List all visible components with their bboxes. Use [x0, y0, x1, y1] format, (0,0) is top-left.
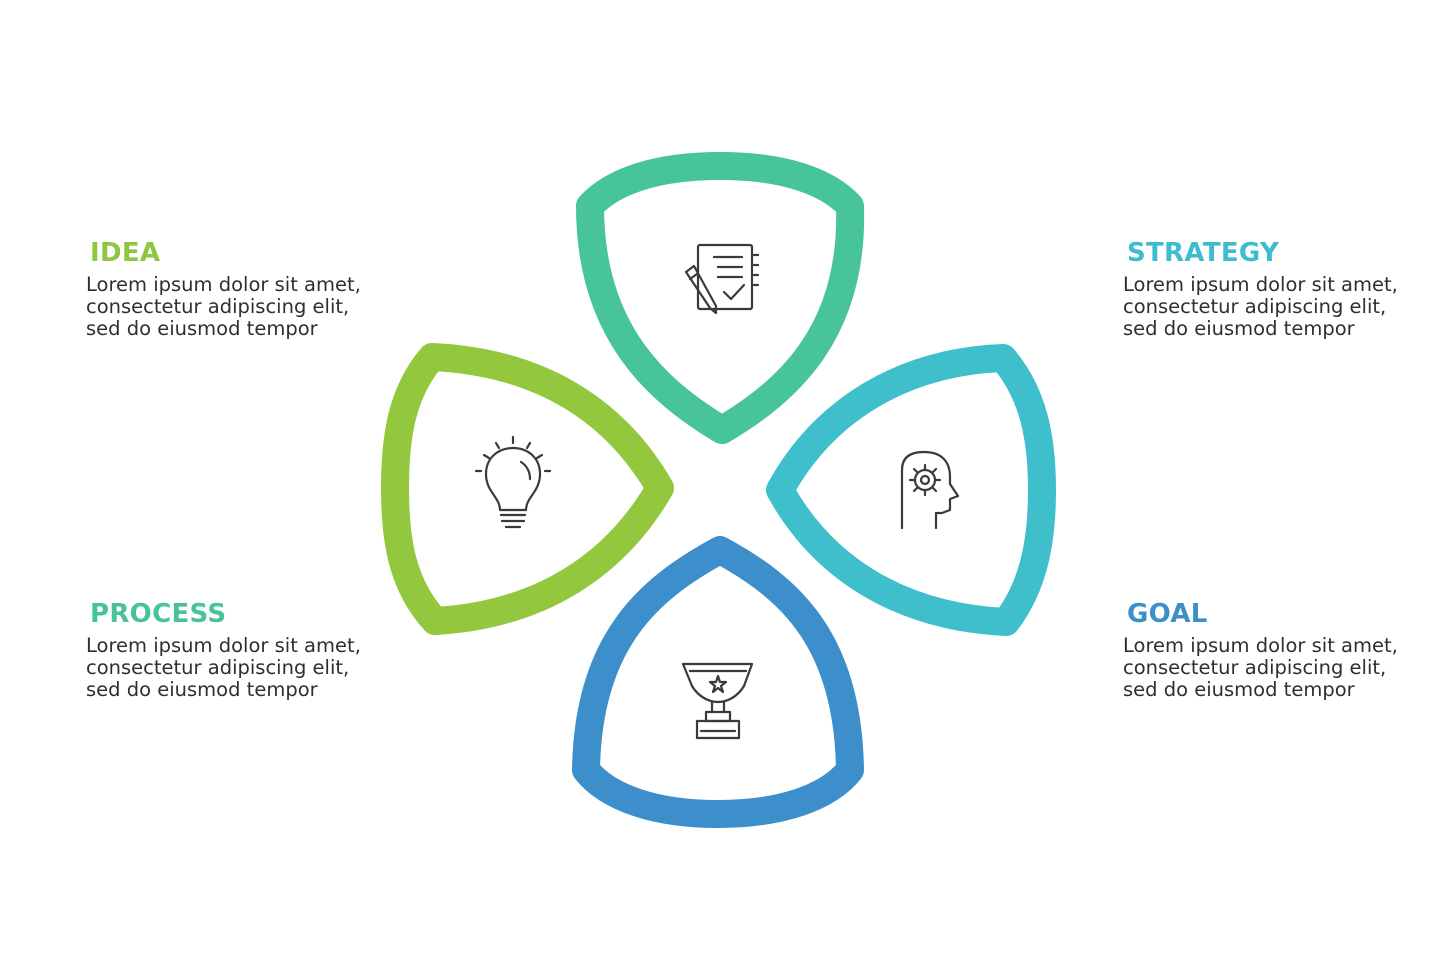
goal-text: Lorem ipsum dolor sit amet, consectetur …: [1123, 634, 1398, 701]
petal-top: [576, 152, 865, 444]
petal-bottom: [572, 536, 864, 828]
idea-title: IDEA: [90, 238, 161, 268]
head-gear-icon: [900, 450, 960, 530]
goal-block: GOAL Lorem ipsum dolor sit amet, consect…: [1123, 599, 1403, 701]
idea-text: Lorem ipsum dolor sit amet, consectetur …: [86, 273, 361, 340]
lightbulb-icon: [474, 435, 552, 529]
idea-block: IDEA Lorem ipsum dolor sit amet, consect…: [86, 238, 366, 340]
process-title: PROCESS: [90, 599, 227, 629]
petal-left: [381, 343, 674, 635]
goal-title: GOAL: [1127, 599, 1208, 629]
document-pen-icon: [684, 243, 760, 315]
strategy-title: STRATEGY: [1127, 238, 1280, 268]
petal-right: [766, 344, 1056, 636]
process-block: PROCESS Lorem ipsum dolor sit amet, cons…: [86, 599, 366, 701]
strategy-block: STRATEGY Lorem ipsum dolor sit amet, con…: [1123, 238, 1403, 340]
strategy-text: Lorem ipsum dolor sit amet, consectetur …: [1123, 273, 1398, 340]
trophy-icon: [681, 662, 754, 740]
process-text: Lorem ipsum dolor sit amet, consectetur …: [86, 634, 361, 701]
